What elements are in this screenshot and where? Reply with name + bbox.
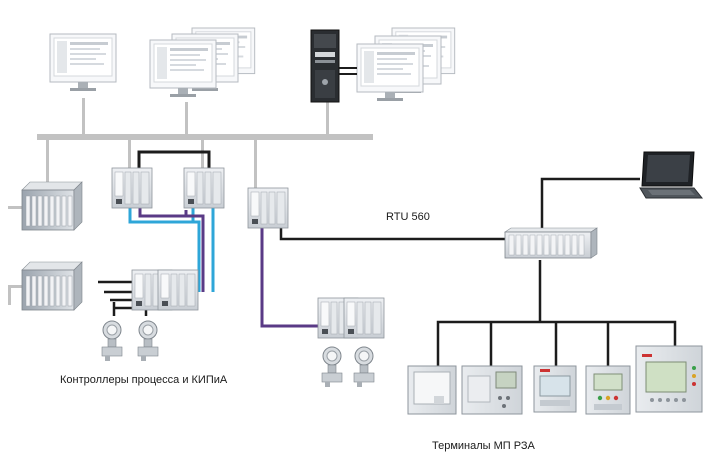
pressure-transmitter-1 xyxy=(101,320,123,362)
pressure-transmitter-4 xyxy=(353,346,375,388)
pressure-transmitter-3 xyxy=(321,346,343,388)
controllers-label: Контроллеры процесса и КИПиА xyxy=(60,374,228,386)
fieldbus-links xyxy=(128,206,318,328)
terminals-label: Терминалы МП РЗА xyxy=(432,440,535,452)
server-tower xyxy=(310,29,340,103)
relay-terminal-3 xyxy=(533,365,577,413)
relay-terminal-1 xyxy=(407,365,457,415)
operator-monitor-dual xyxy=(149,27,256,98)
io-station-1 xyxy=(131,269,199,311)
operator-monitor-single xyxy=(49,33,117,92)
rtu-label: RTU 560 xyxy=(386,211,430,223)
ethernet-bus xyxy=(8,98,373,305)
relay-terminal-5 xyxy=(635,345,703,413)
plc-rack-1 xyxy=(21,181,83,231)
controller-module-2 xyxy=(183,167,225,209)
controller-module-1 xyxy=(111,167,153,209)
relay-terminal-2 xyxy=(461,365,523,415)
server-monitors xyxy=(339,27,456,102)
pressure-transmitter-2 xyxy=(137,320,159,362)
controller-module-3 xyxy=(247,187,289,229)
rtu-chassis xyxy=(504,227,598,259)
redundancy-link xyxy=(137,150,211,172)
engineering-laptop xyxy=(639,151,704,199)
io-station-2 xyxy=(317,297,385,339)
plc-rack-2 xyxy=(21,261,83,311)
relay-terminal-4 xyxy=(585,365,631,415)
